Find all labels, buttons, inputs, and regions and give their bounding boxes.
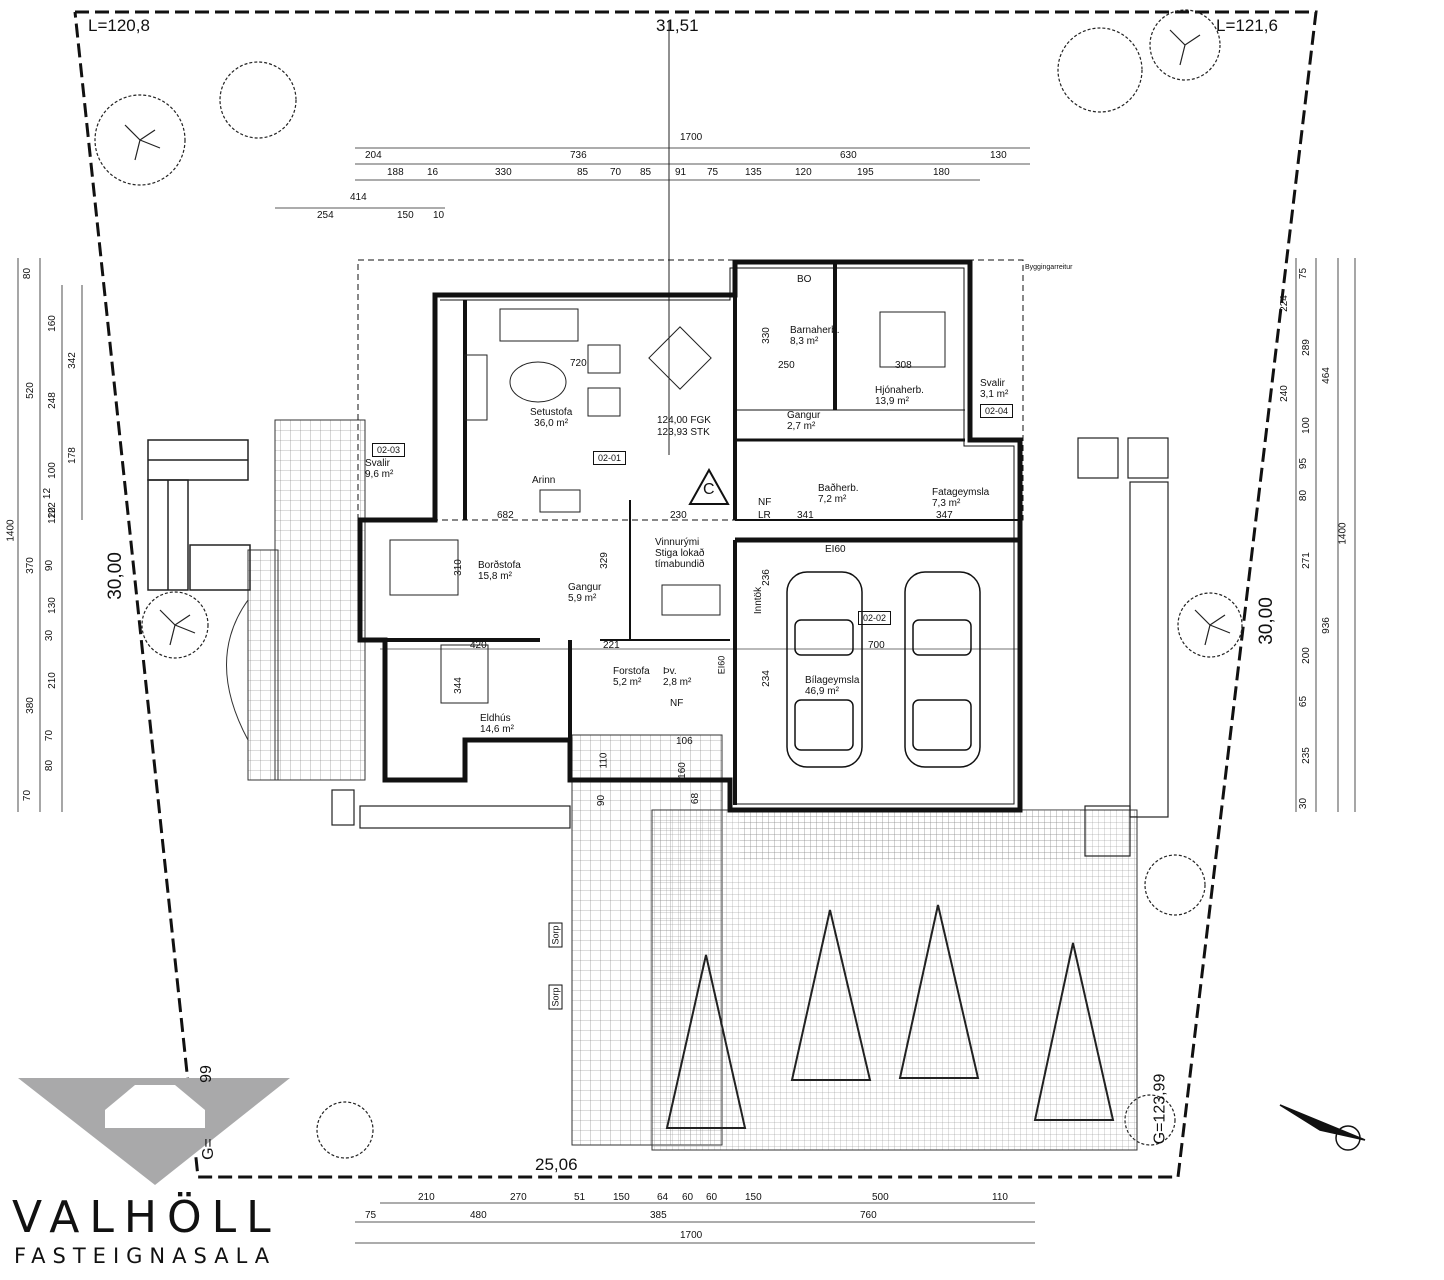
right-length: 30,00	[1255, 597, 1277, 645]
dim-top-414: 414	[350, 192, 367, 203]
label-fgk: 124,00 FGK	[657, 415, 711, 426]
left-length: 30,00	[104, 552, 126, 600]
room-thv: Þv.2,8 m²	[663, 666, 692, 688]
label-ei60: EI60	[825, 544, 846, 555]
top-length: 31,51	[656, 16, 699, 35]
tree-top-left	[94, 61, 297, 186]
dim-top-total: 1700	[680, 132, 703, 143]
dims-left-col3: 342 178 12	[42, 352, 78, 500]
corner-top-left: L=120,8	[88, 16, 150, 35]
tree-top-right	[1057, 9, 1221, 113]
dims-top-row2: 188 16 330 85 70 85 91 75 135 120 195 18…	[387, 167, 950, 178]
dim-left-total: 1400	[5, 519, 17, 542]
label-nf: NF	[758, 497, 772, 508]
unit-0204: 02-04	[980, 404, 1014, 418]
dims-bottom-row1: 210 270 51 150 64 60 60 150 500 110	[418, 1192, 1008, 1203]
room-hjonaherb: Hjónaherb.13,9 m²	[875, 385, 924, 407]
building-walls	[357, 259, 1024, 813]
stairs-west	[147, 439, 251, 591]
valholl-logo-mark	[18, 1078, 290, 1185]
dim-right-total: 1400	[1337, 522, 1349, 545]
unit-0202: 02-02	[858, 611, 892, 625]
brand-name: VALHÖLL	[12, 1192, 281, 1243]
driveway	[651, 809, 1138, 1151]
plot-boundary	[73, 10, 1318, 1179]
corner-bottom-right: G=123,99	[1151, 1073, 1169, 1145]
dims-right-col1: 75 224 289 240 100 95 80 271 200 65 235 …	[1278, 267, 1312, 810]
north-arrow	[1279, 1104, 1366, 1151]
dims-top-row4: 254 150 10	[317, 210, 445, 221]
label-arinn: Arinn	[532, 475, 556, 486]
label-byggingarreitur: Byggingarreitur	[1025, 264, 1073, 271]
unit-0203: 02-03	[372, 443, 406, 457]
label-nf-2: NF	[670, 698, 684, 709]
dims-left-col2: 160 248 100 120 90 130 30 210 70 80	[44, 315, 58, 772]
terrace-west	[274, 419, 366, 781]
front-steps	[331, 789, 571, 829]
room-barnaherb: Barnaherb.8,3 m²	[790, 325, 840, 347]
tree-bottom-left	[316, 854, 1206, 1159]
car-1	[786, 571, 863, 768]
room-badherb: Baðherb.7,2 m²	[818, 483, 859, 505]
sorp-bin-1: Sorp	[548, 922, 563, 948]
room-vinnurymi: Vinnurými Stiga lokað tímabundið	[655, 537, 705, 570]
label-ei60-2: EI60	[716, 655, 727, 675]
dimension-lines	[17, 147, 1356, 1244]
furniture	[389, 308, 946, 704]
dims-left-col1: 80 520 122 370 380 70	[22, 267, 58, 802]
corner-top-right: L=121,6	[1216, 16, 1278, 35]
sorp-bin-2: Sorp	[548, 984, 563, 1010]
label-bo: BO	[797, 274, 812, 285]
label-stk: 123,93 STK	[657, 427, 710, 438]
tree-right	[1177, 592, 1243, 658]
label-innt: Inntök	[753, 586, 765, 615]
tree-left	[141, 591, 209, 659]
dims-top-row1: 204 736 630 130	[365, 150, 1007, 161]
dims-right-col2: 464 936	[1320, 367, 1332, 634]
corner-bottom-left-num: 99	[197, 1065, 215, 1083]
parking-markers	[665, 904, 1115, 1129]
dim-bottom-total: 1700	[680, 1230, 703, 1241]
brand-subtitle: FASTEIGNASALA	[14, 1244, 277, 1268]
label-lr: LR	[758, 510, 771, 521]
corner-bottom-left: G=	[199, 1138, 217, 1160]
bottom-length: 25,06	[535, 1155, 578, 1174]
steps-east	[1077, 437, 1169, 857]
c-marker: C	[688, 468, 730, 506]
car-2	[904, 571, 981, 768]
dims-bottom-row2: 75 480 385 760	[365, 1210, 877, 1221]
unit-0201: 02-01	[593, 451, 627, 465]
